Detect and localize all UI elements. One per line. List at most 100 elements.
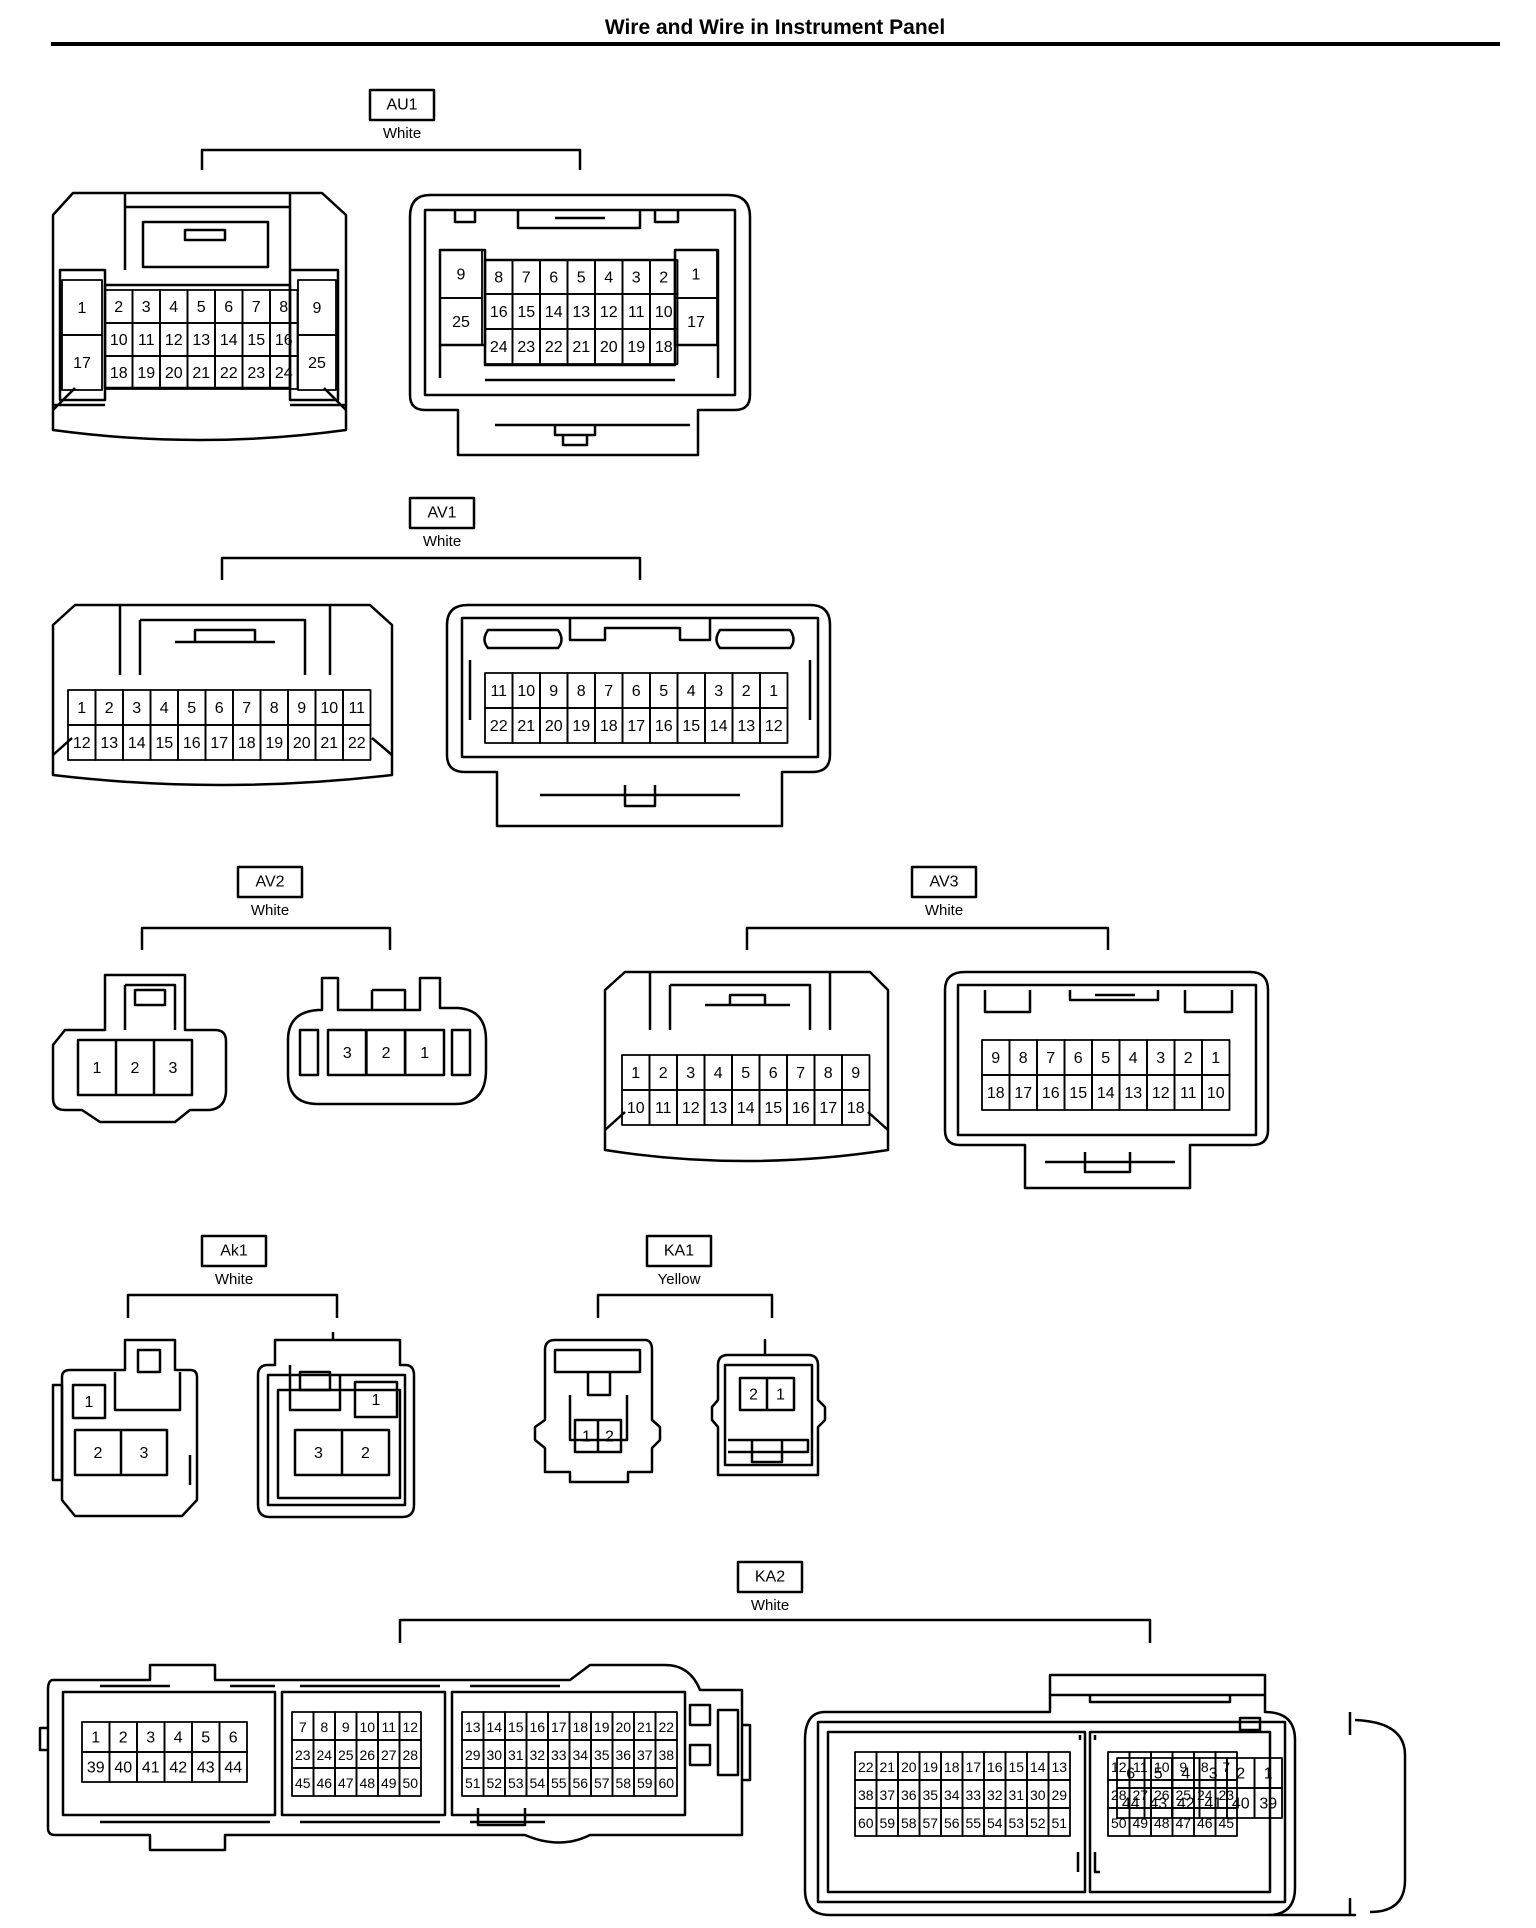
pin-number: 35	[922, 1787, 938, 1803]
pin-cell	[649, 328, 679, 365]
pin-number: 14	[1097, 1085, 1115, 1102]
pin-cell	[1201, 1074, 1231, 1111]
pin-number: 57	[922, 1815, 938, 1831]
pin-number: 13	[100, 735, 118, 752]
connector-color: White	[215, 1271, 253, 1288]
pin-number: 11	[490, 683, 507, 700]
pin-number: 57	[594, 1775, 610, 1791]
pin-number: 18	[238, 735, 256, 752]
pin-number: 11	[1180, 1085, 1197, 1102]
pin-number: 25	[1175, 1787, 1191, 1803]
pin-number: 9	[342, 1719, 350, 1735]
pin-number: 3	[1209, 1766, 1218, 1783]
pin-number: 21	[879, 1759, 895, 1775]
pin-number: 36	[615, 1747, 631, 1763]
pin-number: 9	[549, 683, 558, 700]
connector-color: White	[925, 902, 963, 919]
pin-number: 9	[457, 267, 466, 284]
pin-cell	[342, 724, 372, 761]
pin-number: 1	[776, 1387, 785, 1404]
pin-number: 8	[824, 1065, 833, 1082]
pin-number: 14	[737, 1100, 755, 1117]
connector-code: Ak1	[220, 1243, 248, 1260]
pin-cell	[404, 1029, 445, 1076]
pin-number: 3	[140, 1445, 149, 1462]
pin-number: 33	[965, 1787, 981, 1803]
pin-number: 16	[655, 718, 673, 735]
pin-number: 12	[765, 718, 783, 735]
connector-tag-box	[408, 496, 476, 530]
pin-number: 2	[105, 700, 114, 717]
pin-number: 1	[85, 1394, 94, 1411]
pin-number: 40	[114, 1760, 132, 1777]
pin-number: 15	[1069, 1085, 1087, 1102]
pin-cell	[439, 297, 483, 346]
pin-number: 25	[338, 1747, 354, 1763]
connector-color: White	[423, 533, 461, 550]
pin-number: 29	[1051, 1787, 1067, 1803]
pin-number: 41	[142, 1760, 160, 1777]
pin-number: 12	[682, 1100, 700, 1117]
pin-number: 40	[1232, 1796, 1250, 1813]
pin-cell	[759, 707, 789, 744]
pin-number: 7	[796, 1065, 805, 1082]
pin-number: 44	[224, 1760, 242, 1777]
pin-number: 1	[77, 700, 86, 717]
pin-number: 12	[1152, 1085, 1170, 1102]
pin-cell	[153, 1039, 193, 1096]
pin-number: 6	[215, 700, 224, 717]
connector-code: AV2	[255, 874, 284, 891]
pin-number: 8	[1201, 1759, 1209, 1775]
pin-number: 8	[494, 270, 503, 287]
pin-number: 22	[490, 718, 508, 735]
pin-number: 1	[631, 1065, 640, 1082]
connector-code: AV3	[929, 874, 958, 891]
connector-bracket	[220, 556, 642, 580]
pin-number: 12	[165, 332, 183, 349]
connector-tag-box	[236, 865, 304, 899]
pin-number: 16	[275, 332, 293, 349]
pin-number: 38	[658, 1747, 674, 1763]
pin-number: 43	[1149, 1796, 1167, 1813]
pin-number: 18	[987, 1085, 1005, 1102]
pin-number: 9	[297, 700, 306, 717]
pin-number: 30	[486, 1747, 502, 1763]
pin-number: 42	[1177, 1796, 1195, 1813]
pin-number: 2	[361, 1445, 370, 1462]
pin-number: 22	[220, 365, 238, 382]
pin-number: 10	[1207, 1085, 1225, 1102]
pin-number: 1	[1211, 1050, 1220, 1067]
pin-number: 3	[142, 299, 151, 316]
pin-number: 1	[372, 1392, 381, 1409]
pin-number: 19	[594, 1719, 610, 1735]
pin-number: 55	[551, 1775, 567, 1791]
pin-number: 48	[1154, 1815, 1170, 1831]
pin-number: 13	[465, 1719, 481, 1735]
pin-number: 5	[197, 299, 206, 316]
pin-number: 39	[1259, 1796, 1277, 1813]
pin-number: 17	[210, 735, 228, 752]
pin-number: 1	[1264, 1766, 1273, 1783]
pin-number: 3	[314, 1445, 323, 1462]
pin-number: 49	[381, 1775, 397, 1791]
pin-number: 2	[742, 683, 751, 700]
pin-number: 37	[637, 1747, 653, 1763]
pin-number: 54	[529, 1775, 545, 1791]
pin-number: 23	[295, 1747, 311, 1763]
pin-number: 21	[572, 339, 590, 356]
connector-code: AV1	[427, 505, 456, 522]
pin-number: 17	[1014, 1085, 1032, 1102]
pin-number: 4	[160, 700, 169, 717]
pin-number: 4	[1129, 1050, 1138, 1067]
pin-cell	[654, 1767, 678, 1797]
